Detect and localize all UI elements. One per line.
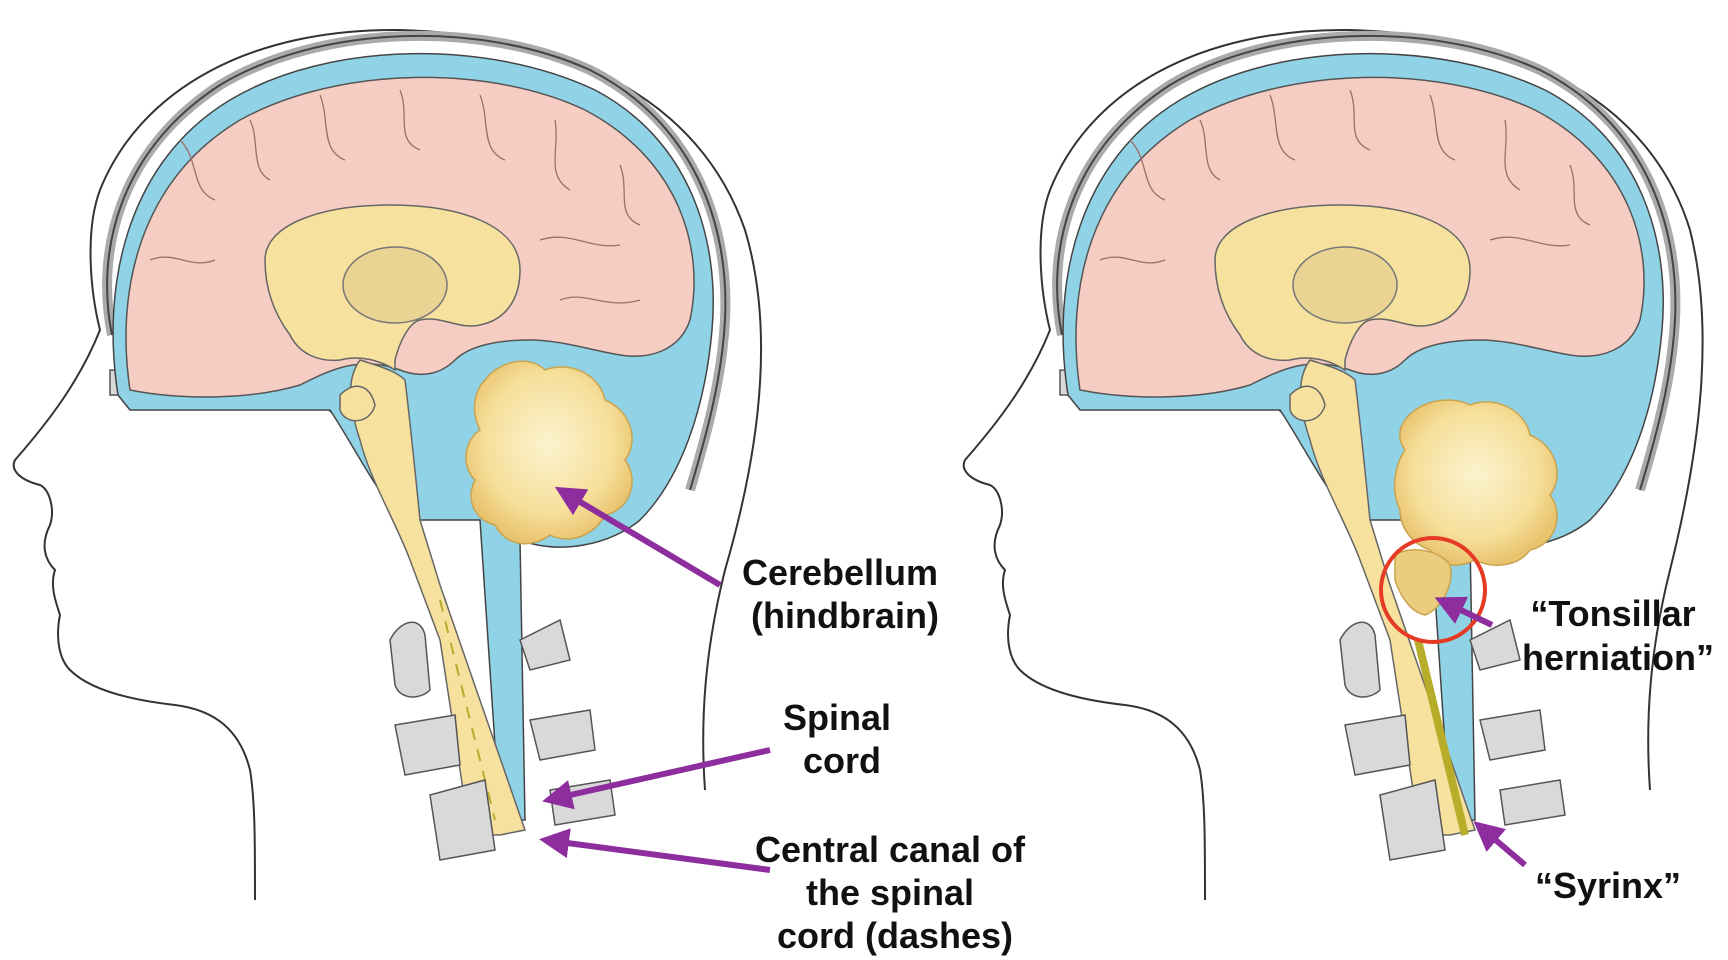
label-tonsillar-line1: “Tonsillar: [1530, 593, 1695, 634]
label-central-canal: Central canal of the spinal cord (dashes…: [755, 829, 1035, 956]
label-cerebellum-line2: (hindbrain): [751, 595, 939, 636]
label-spinal-cord-line1: Spinal: [783, 697, 891, 738]
label-central-canal-line2: the spinal: [806, 872, 974, 913]
central-canal-arrow: [545, 840, 770, 870]
label-tonsillar-line2: herniation”: [1522, 637, 1714, 678]
label-cerebellum-line1: Cerebellum: [742, 552, 938, 593]
thalamus: [343, 247, 447, 323]
label-central-canal-line3: cord (dashes): [777, 915, 1013, 956]
label-tonsillar-herniation: “Tonsillar herniation”: [1522, 593, 1714, 678]
thalamus-right: [1293, 247, 1397, 323]
spinal-cord-arrow: [548, 750, 770, 800]
syrinx-arrow: [1478, 825, 1525, 865]
label-spinal-cord: Spinal cord: [783, 697, 901, 781]
normal-anatomy-panel: [14, 30, 761, 900]
label-spinal-cord-line2: cord: [803, 740, 881, 781]
label-cerebellum: Cerebellum (hindbrain): [742, 552, 948, 636]
chiari-anatomy-panel: [964, 30, 1703, 900]
label-syrinx: “Syrinx”: [1535, 865, 1681, 906]
label-central-canal-line1: Central canal of: [755, 829, 1026, 870]
